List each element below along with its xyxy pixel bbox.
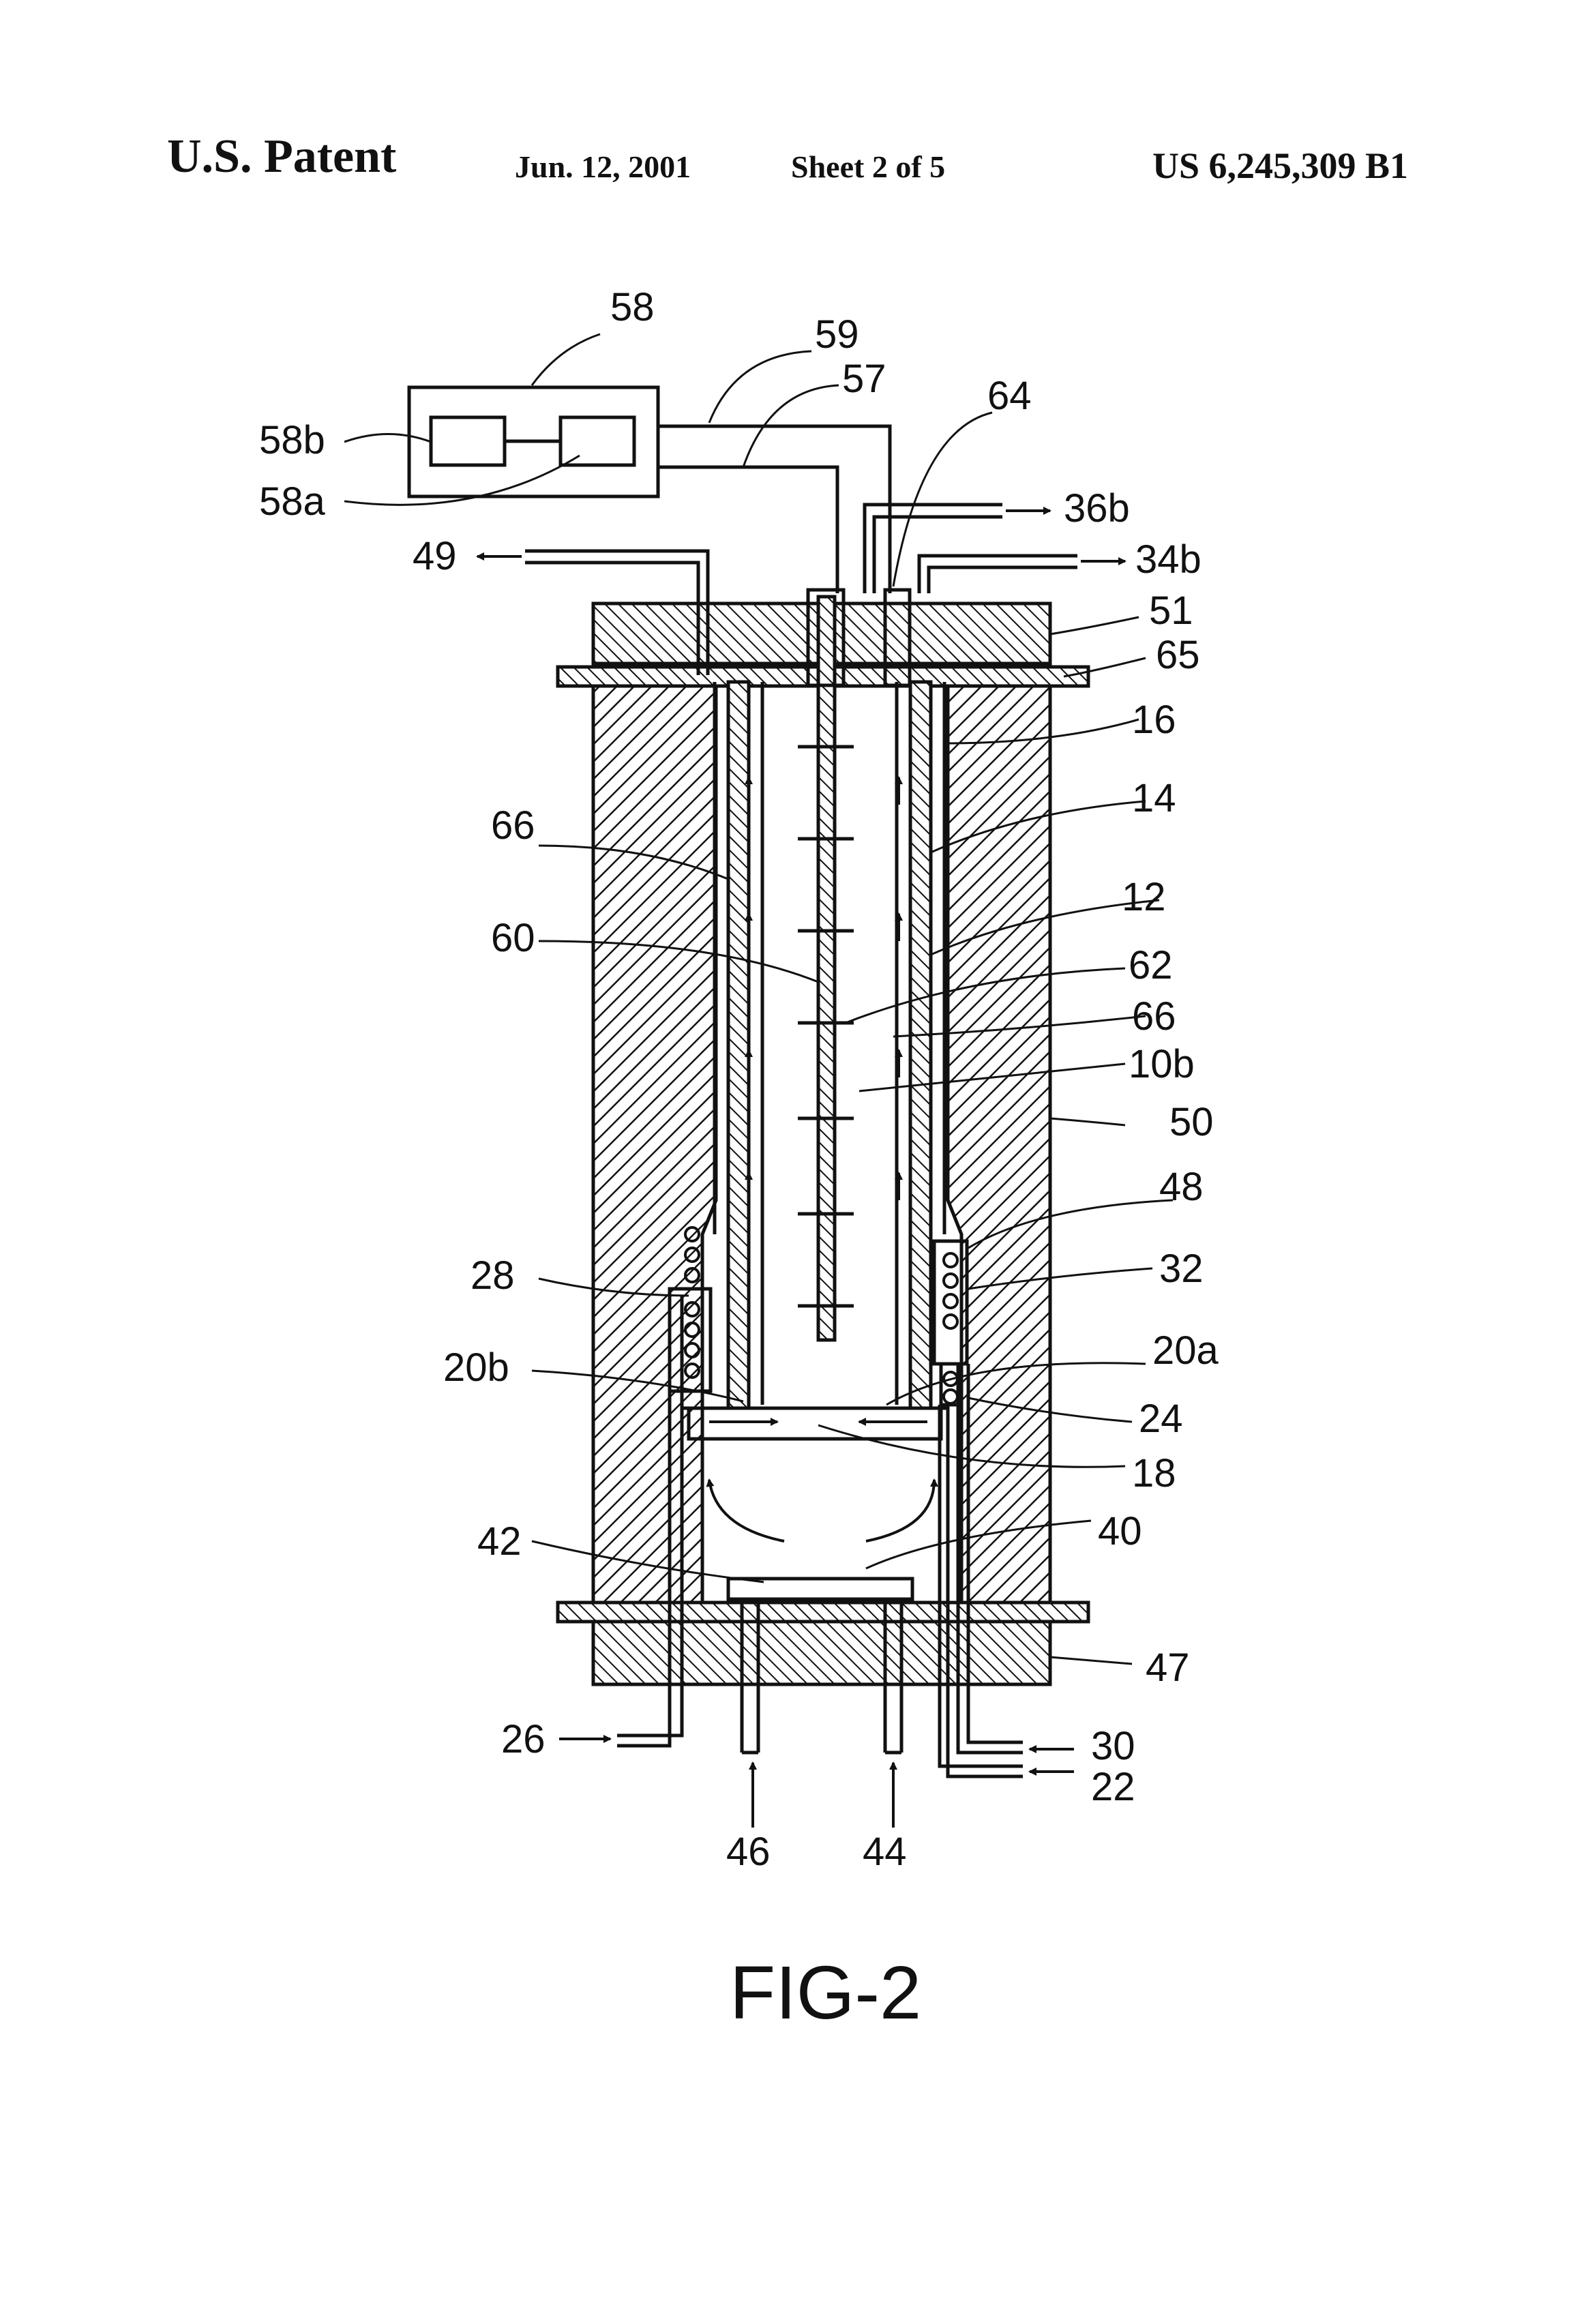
label-24: 24	[1139, 1397, 1183, 1441]
label-32: 32	[1159, 1247, 1204, 1291]
label-30: 30	[1091, 1724, 1135, 1768]
label-42: 42	[477, 1519, 522, 1564]
label-16: 16	[1132, 698, 1176, 742]
label-46: 46	[726, 1830, 771, 1874]
controller-58a	[561, 417, 634, 465]
label-65: 65	[1156, 633, 1200, 677]
tube-right	[910, 682, 931, 1408]
label-66-left: 66	[491, 803, 535, 848]
label-59: 59	[815, 312, 859, 357]
label-62: 62	[1129, 943, 1173, 987]
label-12: 12	[1122, 875, 1166, 919]
label-40: 40	[1098, 1509, 1142, 1553]
label-20a: 20a	[1152, 1328, 1219, 1373]
label-60: 60	[491, 916, 535, 960]
label-18: 18	[1132, 1451, 1176, 1495]
label-22: 22	[1091, 1765, 1135, 1809]
label-10b: 10b	[1129, 1042, 1195, 1086]
label-58a: 58a	[259, 479, 326, 524]
label-51: 51	[1149, 589, 1193, 633]
label-36b: 36b	[1064, 486, 1130, 531]
label-49: 49	[413, 534, 457, 578]
controller-58b	[431, 417, 505, 465]
label-58: 58	[610, 285, 655, 329]
tube-left	[728, 682, 749, 1408]
label-48: 48	[1159, 1165, 1204, 1209]
label-26: 26	[501, 1717, 546, 1761]
label-44: 44	[863, 1830, 907, 1874]
bottom-plate-47	[593, 1616, 1050, 1684]
rod-60	[818, 597, 835, 1340]
label-57: 57	[842, 357, 886, 401]
label-50: 50	[1169, 1100, 1214, 1144]
label-20b: 20b	[443, 1345, 509, 1390]
label-64: 64	[987, 374, 1032, 418]
label-58b: 58b	[259, 418, 325, 462]
label-66-right: 66	[1132, 994, 1176, 1039]
label-47: 47	[1146, 1645, 1190, 1690]
label-34b: 34b	[1135, 537, 1202, 582]
figure-caption: FIG-2	[730, 1951, 921, 2035]
label-28: 28	[471, 1253, 515, 1298]
furnace-drawing	[344, 334, 1173, 1828]
label-14: 14	[1132, 776, 1176, 820]
